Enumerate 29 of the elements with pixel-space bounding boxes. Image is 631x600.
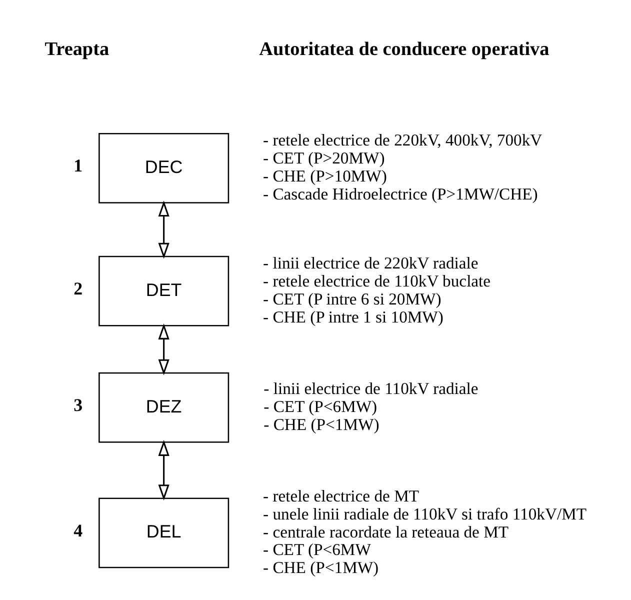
node-label: - retele electrice de 110kV buclate bbox=[263, 271, 491, 290]
arrow bbox=[158, 440, 170, 500]
node-label: - CHE (P<1MW) bbox=[264, 414, 380, 434]
node-label: - linii electrice de 110kV radiale bbox=[264, 378, 478, 398]
node-label: 1 bbox=[74, 156, 83, 176]
node-label: 3 bbox=[74, 394, 83, 415]
node-label: 4 bbox=[74, 520, 83, 540]
node-label: - centrale racordate la reteaua de MT bbox=[263, 522, 509, 542]
node-label: 2 bbox=[74, 278, 83, 298]
node-label: - linii electrice de 220kV radiale bbox=[263, 254, 478, 273]
node-label: - CET (P<6MW bbox=[263, 540, 371, 560]
node-label: - retele electrice de MT bbox=[263, 486, 420, 506]
node-label: - CHE (P<1MW) bbox=[263, 558, 379, 578]
node-label: - retele electrice de 220kV, 400kV, 700kV bbox=[263, 130, 542, 150]
node-label: - CET (P<6MW) bbox=[264, 396, 378, 416]
node-label: - CET (P intre 6 si 20MW) bbox=[263, 289, 442, 308]
node-label: - Cascade Hidroelectrice (P>1MW/CHE) bbox=[263, 184, 538, 204]
node-label: - CET (P>20MW) bbox=[263, 148, 385, 168]
label: Autoritatea de conducere operativa bbox=[259, 38, 550, 60]
label: Treapta bbox=[44, 38, 110, 60]
node-label: - unele linii radiale de 110kV si trafo 110kV/MT bbox=[263, 504, 587, 524]
node-box: DEC bbox=[98, 132, 230, 204]
node-label: - CHE (P>10MW) bbox=[263, 166, 387, 186]
node-label: - CHE (P intre 1 si 10MW) bbox=[263, 307, 444, 326]
node-box: DET bbox=[98, 256, 230, 326]
node-box: DEZ bbox=[98, 372, 230, 443]
node-box: DEL bbox=[98, 498, 230, 568]
arrow bbox=[158, 324, 170, 376]
arrow bbox=[158, 200, 170, 259]
